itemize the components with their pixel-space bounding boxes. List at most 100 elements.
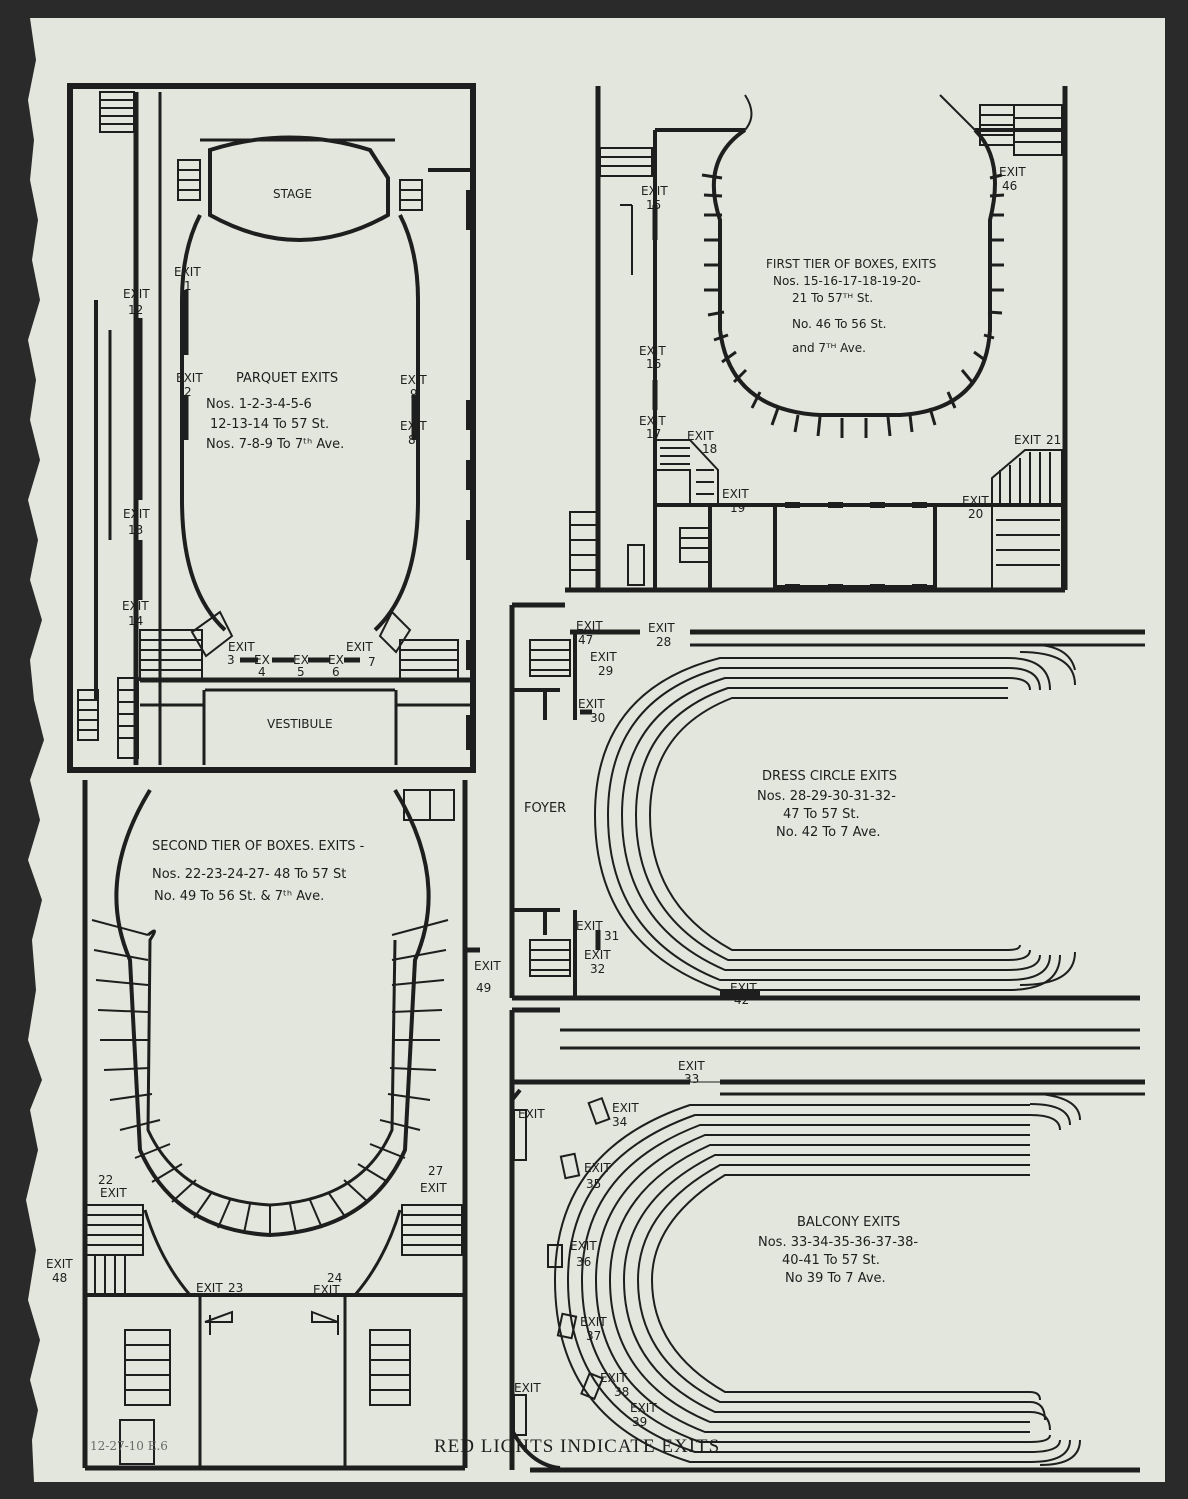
exit-label: EXIT [400, 373, 427, 387]
first-tier-line-3: No. 46 To 56 St. [792, 317, 887, 331]
dress-circle-line-3: No. 42 To 7 Ave. [776, 825, 881, 840]
balcony-plan [509, 1007, 1145, 1473]
dress-circle-line-1: Nos. 28-29-30-31-32- [757, 789, 896, 804]
exit-label: EXIT [122, 599, 149, 613]
dress-circle-plan [509, 602, 1145, 1001]
ex-label: EX [254, 653, 270, 667]
vestibule-label: VESTIBULE [267, 717, 333, 731]
exit-22-number: 22 [98, 1173, 113, 1187]
exit-42-number: 42 [734, 993, 749, 1007]
balcony-line-2: 40-41 To 57 St. [782, 1253, 880, 1268]
exit-7-number: 7 [368, 655, 376, 669]
exit-label: EXIT [346, 640, 373, 654]
exit-17-number: 17 [646, 427, 661, 441]
ex-label: EX [293, 653, 309, 667]
exit-label: EXIT [730, 981, 757, 995]
exit-34-number: 34 [612, 1115, 627, 1129]
exit-label: EXIT [641, 184, 668, 198]
second-tier-title: SECOND TIER OF BOXES. EXITS - [152, 839, 365, 854]
exit-label: EXIT [576, 619, 603, 633]
exit-15-number: 15 [646, 198, 661, 212]
exit-24-number: 24 [327, 1271, 342, 1285]
exit-6-number: 6 [332, 665, 340, 679]
exit-label: EXIT [228, 640, 255, 654]
second-tier-line-2: No. 49 To 56 St. & 7ᵗʰ Ave. [154, 889, 324, 904]
exit-5-number: 5 [297, 665, 305, 679]
exit-label: EXIT [590, 650, 617, 664]
archive-note: 12-27-10 E.6 [90, 1439, 168, 1453]
exit-label: EXIT [580, 1315, 607, 1329]
exit-label: EXIT [100, 1186, 127, 1200]
parquet-auditorium [180, 214, 420, 632]
second-tier-labels: SECOND TIER OF BOXES. EXITS - Nos. 22-23… [46, 839, 501, 1297]
exit-label: EXIT [123, 507, 150, 521]
exit-49-number: 49 [476, 981, 491, 995]
parquet-plan [67, 83, 476, 773]
exit-label: EXIT [584, 948, 611, 962]
exit-label: EXIT [687, 429, 714, 443]
exit-label: EXIT [630, 1401, 657, 1415]
first-tier-title: FIRST TIER OF BOXES, EXITS [766, 257, 936, 271]
footer-caption: RED LIGHTS INDICATE EXITS [434, 1436, 720, 1457]
exit-19-number: 19 [730, 501, 745, 515]
exit-label: EXIT [196, 1281, 223, 1295]
exit-29-number: 29 [598, 664, 613, 678]
exit-9-number: 9 [410, 387, 418, 401]
exit-20-number: 20 [968, 507, 983, 521]
exit-46-number: 46 [1002, 179, 1017, 193]
dress-circle-line-2: 47 To 57 St. [783, 807, 860, 822]
dress-circle-seat-rows [593, 644, 1076, 991]
exit-label: EXIT [639, 344, 666, 358]
exit-28-number: 28 [656, 635, 671, 649]
exit-27-number: 27 [428, 1164, 443, 1178]
exit-21-number: 21 [1046, 433, 1061, 447]
exit-label: EXIT [578, 697, 605, 711]
balcony-line-3: No 39 To 7 Ave. [785, 1271, 886, 1286]
exit-31-number: 31 [604, 929, 619, 943]
exit-label: EXIT [612, 1101, 639, 1115]
exit-label: EXIT [678, 1059, 705, 1073]
balcony-seat-rows [553, 1093, 1081, 1466]
exit-label: EXIT [1014, 433, 1041, 447]
exit-8-number: 8 [408, 433, 416, 447]
exit-13-number: 13 [128, 523, 143, 537]
exit-33-number: 33 [684, 1072, 699, 1086]
exit-16-number: 16 [646, 357, 661, 371]
second-tier-line-1: Nos. 22-23-24-27- 48 To 57 St [152, 867, 346, 882]
exit-label: EXIT [400, 419, 427, 433]
exit-label: EXIT [313, 1283, 340, 1297]
exit-label: EXIT [570, 1239, 597, 1253]
first-tier-line-1: Nos. 15-16-17-18-19-20- [773, 274, 921, 288]
exit-32-number: 32 [590, 962, 605, 976]
balcony-labels: BALCONY EXITS Nos. 33-34-35-36-37-38- 40… [514, 1059, 918, 1429]
exit-23-number: 23 [228, 1281, 243, 1295]
exit-label: EXIT [999, 165, 1026, 179]
ex-label: EX [328, 653, 344, 667]
exit-label: EXIT [174, 265, 201, 279]
exit-30-number: 30 [590, 711, 605, 725]
first-tier-line-4: and 7ᵀᴴ Ave. [792, 341, 866, 355]
exit-label: EXIT [600, 1371, 627, 1385]
exit-label: EXIT [962, 494, 989, 508]
first-tier-line-2: 21 To 57ᵀᴴ St. [792, 291, 873, 305]
exit-label: EXIT [576, 919, 603, 933]
exit-label: EXIT [474, 959, 501, 973]
exit-1-number: 1 [184, 279, 192, 293]
exit-47-number: 47 [578, 633, 593, 647]
first-tier-plan [565, 86, 1068, 593]
exit-3-number: 3 [227, 653, 235, 667]
exit-2-number: 2 [184, 385, 192, 399]
parquet-labels: STAGE VESTIBULE PARQUET EXITS Nos. 1-2-3… [122, 187, 427, 731]
exit-label: EXIT [518, 1107, 545, 1121]
exit-label: EXIT [176, 371, 203, 385]
exit-18-number: 18 [702, 442, 717, 456]
exit-label: EXIT [639, 414, 666, 428]
parquet-line-1: Nos. 1-2-3-4-5-6 [206, 397, 312, 412]
exit-48-number: 48 [52, 1271, 67, 1285]
exit-label: EXIT [584, 1161, 611, 1175]
exit-39-number: 39 [632, 1415, 647, 1429]
exit-label: EXIT [123, 287, 150, 301]
exit-label: EXIT [648, 621, 675, 635]
balcony-line-1: Nos. 33-34-35-36-37-38- [758, 1235, 918, 1250]
